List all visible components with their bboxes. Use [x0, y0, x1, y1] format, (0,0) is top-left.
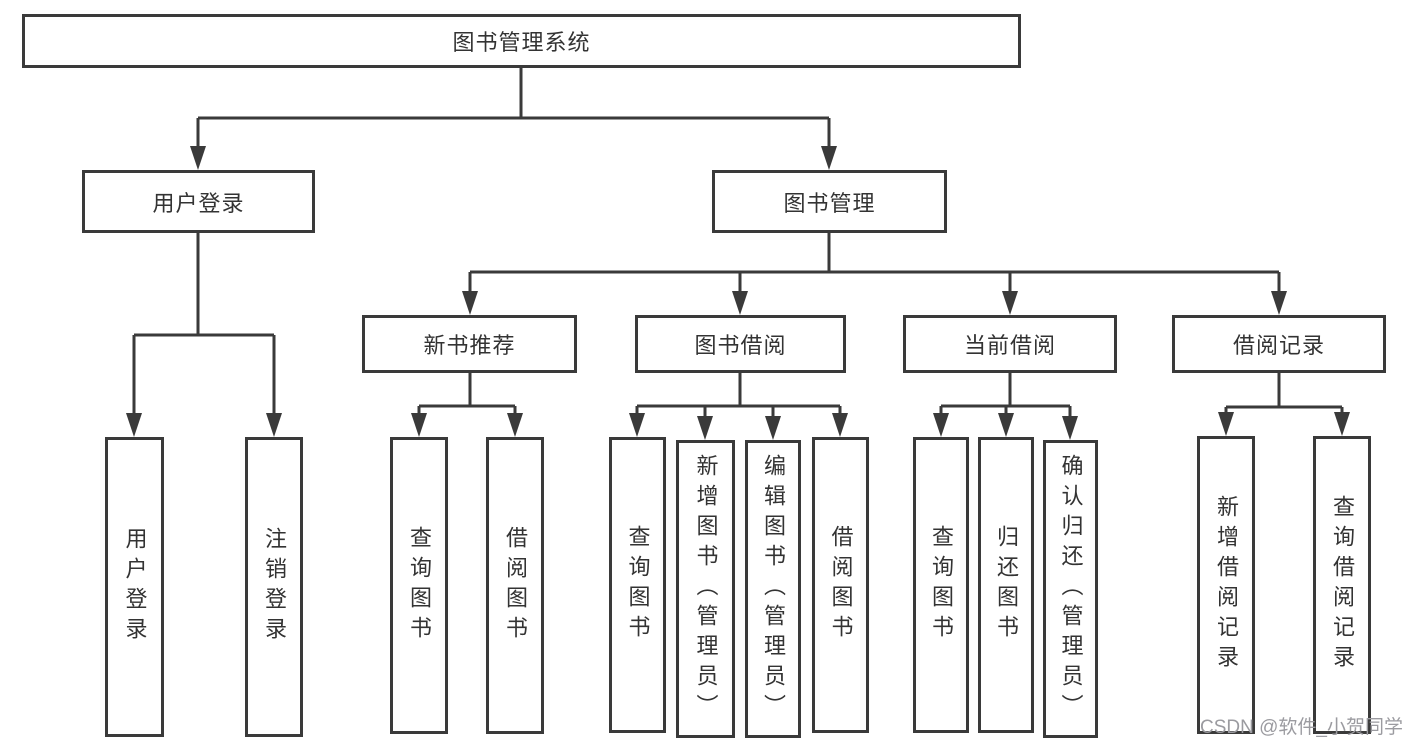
- node-new-book-rec: 新书推荐: [362, 315, 577, 373]
- node-borrow-records-label: 借阅记录: [1232, 333, 1325, 358]
- arrowhead-rec-query-book: [411, 413, 427, 437]
- connector-bookmgmt-to-level3: [468, 233, 1281, 295]
- node-rec-query-book: 查询图书: [390, 437, 448, 734]
- node-bb-add-book-label: 新增图书（管理员）: [693, 454, 719, 724]
- node-user-login-label: 用户登录: [152, 190, 245, 216]
- connector-bookborrow-to-leaves: [635, 373, 842, 420]
- node-book-borrow-label: 图书借阅: [694, 333, 787, 358]
- node-br-add-record: 新增借阅记录: [1197, 436, 1255, 734]
- arrowhead-user-login: [190, 146, 206, 170]
- node-cb-query-book: 查询图书: [913, 437, 969, 733]
- node-br-add-record-label: 新增借阅记录: [1214, 495, 1239, 675]
- node-rec-borrow-book-label: 借阅图书: [503, 525, 528, 646]
- node-bb-query-book-label: 查询图书: [625, 525, 651, 645]
- node-cb-query-book-label: 查询图书: [929, 525, 954, 645]
- node-bb-borrow-book-label: 借阅图书: [828, 525, 854, 645]
- node-cb-confirm-return: 确认归还（管理员）: [1043, 440, 1098, 738]
- arrowhead-cb-query-book: [933, 413, 949, 437]
- node-book-mgmt: 图书管理: [712, 170, 947, 233]
- node-cb-confirm-return-label: 确认归还（管理员）: [1058, 454, 1084, 724]
- node-root-label: 图书管理系统: [452, 30, 591, 55]
- connector-currentborrow-to-leaves: [939, 373, 1072, 420]
- arrowhead-br-query-record: [1334, 412, 1350, 436]
- connector-borrowrecords-to-leaves: [1224, 373, 1344, 417]
- node-bb-query-book: 查询图书: [609, 437, 666, 733]
- arrowhead-leaf-logout: [266, 413, 282, 437]
- arrowhead-bb-query-book: [629, 413, 645, 437]
- node-br-query-record-label: 查询借阅记录: [1330, 495, 1355, 675]
- node-cb-return-book-label: 归还图书: [994, 525, 1019, 645]
- arrowhead-book-mgmt: [821, 146, 837, 170]
- connector-newbookrec-to-leaves: [417, 373, 517, 417]
- node-rec-query-book-label: 查询图书: [407, 525, 432, 646]
- node-leaf-user-login-label: 用户登录: [122, 527, 148, 647]
- arrowhead-cb-confirm-return: [1062, 416, 1078, 440]
- arrowhead-new-book-rec: [462, 291, 478, 315]
- connector-root-to-level2: [196, 68, 831, 150]
- arrowhead-current-borrow: [1002, 291, 1018, 315]
- node-borrow-records: 借阅记录: [1172, 315, 1386, 373]
- arrowhead-rec-borrow-book: [507, 413, 523, 437]
- arrowhead-cb-return-book: [998, 413, 1014, 437]
- node-leaf-user-login: 用户登录: [105, 437, 164, 737]
- node-leaf-logout: 注销登录: [245, 437, 303, 737]
- node-user-login: 用户登录: [82, 170, 315, 233]
- arrowhead-bb-add-book: [697, 416, 713, 440]
- connector-userlogin-to-leaves: [132, 233, 276, 417]
- node-bb-edit-book-label: 编辑图书（管理员）: [761, 454, 786, 724]
- arrowhead-leaf-user-login: [126, 413, 142, 437]
- arrowhead-bb-borrow-book: [832, 413, 848, 437]
- node-book-mgmt-label: 图书管理: [783, 190, 876, 216]
- node-br-query-record: 查询借阅记录: [1313, 436, 1371, 734]
- node-bb-add-book: 新增图书（管理员）: [676, 440, 735, 738]
- node-leaf-logout-label: 注销登录: [262, 527, 287, 647]
- arrowhead-book-borrow: [732, 291, 748, 315]
- node-current-borrow: 当前借阅: [903, 315, 1117, 373]
- arrowheads: [126, 146, 1350, 440]
- node-book-borrow: 图书借阅: [635, 315, 846, 373]
- arrowhead-br-add-record: [1218, 412, 1234, 436]
- node-bb-edit-book: 编辑图书（管理员）: [745, 440, 801, 738]
- watermark: CSDN @软件_小贺同学: [1200, 717, 1403, 738]
- node-bb-borrow-book: 借阅图书: [812, 437, 869, 733]
- node-current-borrow-label: 当前借阅: [963, 333, 1056, 358]
- arrowhead-bb-edit-book: [765, 416, 781, 440]
- node-new-book-rec-label: 新书推荐: [423, 333, 516, 358]
- node-root: 图书管理系统: [22, 14, 1021, 68]
- node-rec-borrow-book: 借阅图书: [486, 437, 544, 734]
- node-cb-return-book: 归还图书: [978, 437, 1034, 733]
- arrowhead-borrow-records: [1271, 291, 1287, 315]
